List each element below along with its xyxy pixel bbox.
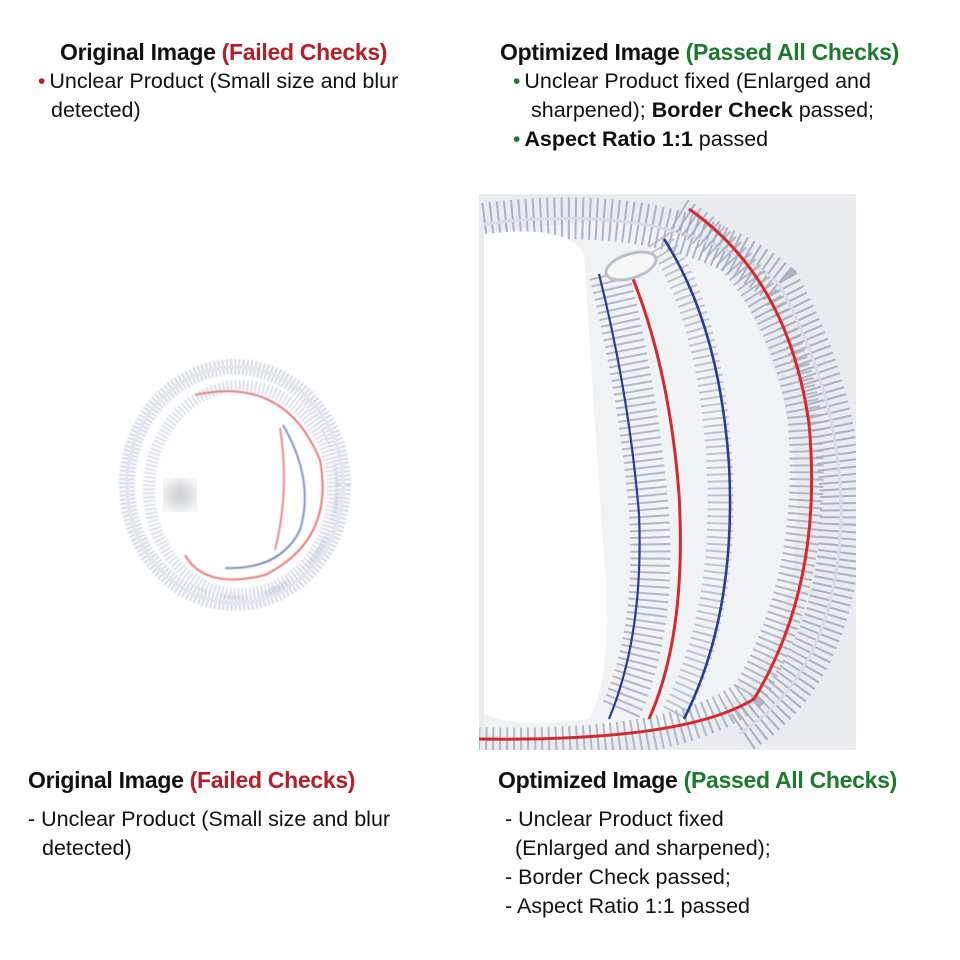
failed-checks-status: (Failed Checks) bbox=[221, 39, 388, 65]
original-issue-line-2: detected) bbox=[51, 98, 141, 122]
optimized-image-title: Optimized Image (Passed All Checks) bbox=[500, 39, 900, 65]
optimized-footer-line-3: - Border Check passed; bbox=[505, 865, 731, 889]
optimized-fix-line-2: sharpened); Border Check passed; bbox=[531, 98, 874, 122]
red-bullet-icon: • bbox=[38, 70, 46, 93]
optimized-fix-line-1: •Unclear Product fixed (Enlarged and bbox=[513, 69, 871, 93]
original-footer-title: Original Image (Failed Checks) bbox=[28, 767, 356, 793]
optimized-footer-title: Optimized Image (Passed All Checks) bbox=[498, 767, 898, 793]
optimized-image-footer: Optimized Image (Passed All Checks) - Un… bbox=[498, 765, 897, 921]
original-issue-line-1: •Unclear Product (Small size and blur bbox=[38, 69, 399, 93]
optimized-footer-line-4: - Aspect Ratio 1:1 passed bbox=[505, 894, 751, 918]
green-bullet-icon: • bbox=[513, 70, 521, 93]
original-image-header: Original Image (Failed Checks) •Unclear … bbox=[38, 37, 398, 125]
hose-closeup-graphic bbox=[479, 194, 856, 750]
optimized-footer-line-1: - Unclear Product fixed bbox=[505, 807, 724, 831]
original-image-footer: Original Image (Failed Checks) - Unclear… bbox=[28, 765, 390, 863]
original-product-image bbox=[119, 359, 351, 611]
optimized-footer-line-2: (Enlarged and sharpened); bbox=[515, 836, 771, 860]
optimized-fix-line-3: •Aspect Ratio 1:1 passed bbox=[513, 127, 769, 151]
original-footer-line-2: detected) bbox=[42, 836, 132, 860]
passed-checks-status: (Passed All Checks) bbox=[683, 767, 898, 793]
optimized-image-header: Optimized Image (Passed All Checks) •Unc… bbox=[500, 37, 899, 154]
green-bullet-icon: • bbox=[513, 128, 521, 151]
optimized-product-image bbox=[479, 194, 856, 750]
failed-checks-status: (Failed Checks) bbox=[189, 767, 356, 793]
passed-checks-status: (Passed All Checks) bbox=[685, 39, 900, 65]
original-image-title: Original Image (Failed Checks) bbox=[60, 39, 388, 65]
original-footer-line-1: - Unclear Product (Small size and blur bbox=[28, 807, 391, 831]
